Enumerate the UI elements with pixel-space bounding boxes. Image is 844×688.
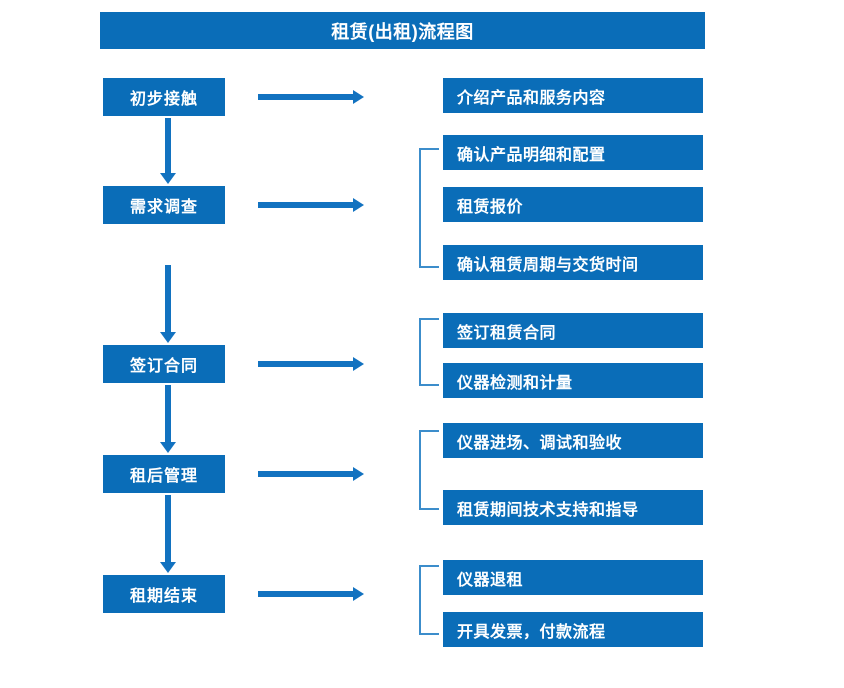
arrow-shaft: [165, 385, 171, 442]
task-box-10[interactable]: 开具发票，付款流程: [443, 612, 703, 647]
arrow-head: [353, 467, 364, 481]
arrow-head: [160, 332, 176, 343]
arrow-shaft: [165, 495, 171, 562]
stage-box-2[interactable]: 需求调查: [103, 186, 225, 224]
task-box-1[interactable]: 介绍产品和服务内容: [443, 78, 703, 113]
down-arrow-1: [160, 118, 176, 184]
stage-box-5[interactable]: 租期结束: [103, 575, 225, 613]
arrow-head: [160, 173, 176, 184]
arrow-shaft: [165, 118, 171, 173]
arrow-shaft: [258, 361, 354, 367]
page-title: 租赁(出租)流程图: [100, 12, 705, 49]
arrow-head: [353, 198, 364, 212]
right-arrow-3: [258, 357, 364, 371]
task-box-9[interactable]: 仪器退租: [443, 560, 703, 595]
right-arrow-2: [258, 198, 364, 212]
arrow-head: [353, 90, 364, 104]
right-arrow-4: [258, 467, 364, 481]
stage-box-3[interactable]: 签订合同: [103, 345, 225, 383]
arrow-head: [160, 562, 176, 573]
arrow-shaft: [258, 94, 354, 100]
task-box-6[interactable]: 仪器检测和计量: [443, 363, 703, 398]
arrow-shaft: [258, 471, 354, 477]
right-arrow-1: [258, 90, 364, 104]
stage-box-4[interactable]: 租后管理: [103, 455, 225, 493]
down-arrow-4: [160, 495, 176, 573]
task-box-4[interactable]: 确认租赁周期与交货时间: [443, 245, 703, 280]
task-box-2[interactable]: 确认产品明细和配置: [443, 135, 703, 170]
arrow-shaft: [258, 591, 354, 597]
task-box-5[interactable]: 签订租赁合同: [443, 313, 703, 348]
group-bracket-4: [419, 430, 439, 510]
group-bracket-2: [419, 148, 439, 268]
group-bracket-5: [419, 565, 439, 635]
task-box-3[interactable]: 租赁报价: [443, 187, 703, 222]
group-bracket-3: [419, 318, 439, 386]
arrow-shaft: [165, 265, 171, 332]
task-box-8[interactable]: 租赁期间技术支持和指导: [443, 490, 703, 525]
arrow-head: [353, 357, 364, 371]
down-arrow-3: [160, 385, 176, 453]
stage-box-1[interactable]: 初步接触: [103, 78, 225, 116]
task-box-7[interactable]: 仪器进场、调试和验收: [443, 423, 703, 458]
arrow-head: [160, 442, 176, 453]
arrow-head: [353, 587, 364, 601]
right-arrow-5: [258, 587, 364, 601]
down-arrow-2: [160, 265, 176, 343]
arrow-shaft: [258, 202, 354, 208]
